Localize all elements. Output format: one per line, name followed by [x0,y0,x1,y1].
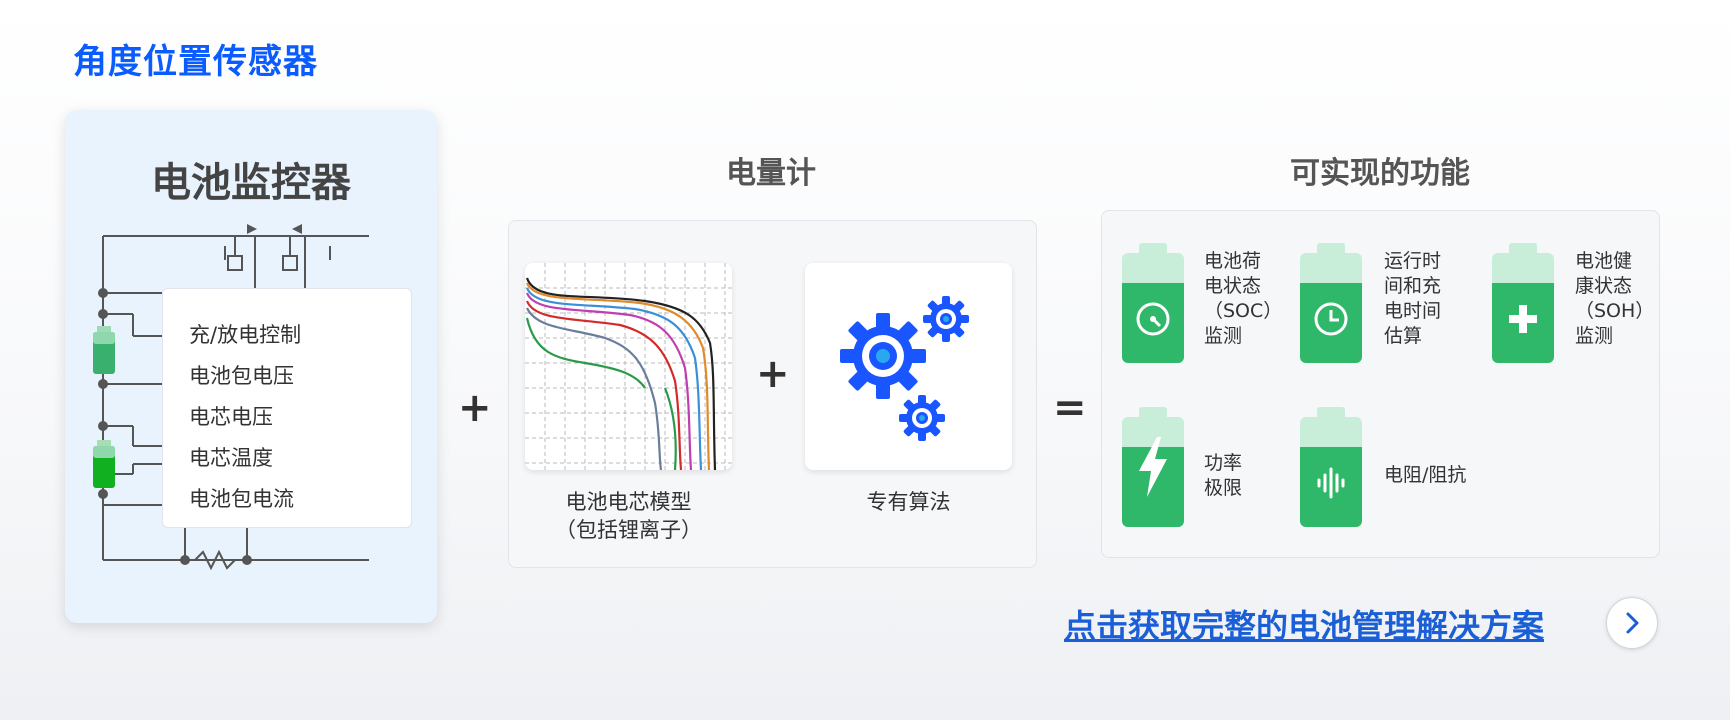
battery-monitor-function-list: 充/放电控制 电池包电压 电芯电压 电芯温度 电池包电流 [162,288,412,528]
battery-solution-link[interactable]: 点击获取完整的电池管理解决方案 [1064,607,1545,645]
list-item: 充/放电控制 [189,323,302,347]
functions-title: 可实现的功能 [1290,156,1470,191]
soh-label: 电池健 康状态 （SOH） 监测 [1575,250,1655,347]
plus-operator: + [458,385,492,431]
discharge-curve-graphic [525,263,732,471]
gears-icon [840,296,969,441]
impedance-label: 电阻/阻抗 [1384,464,1467,486]
fuel-gauge-panel: + [508,220,1037,568]
functions-panel: 电池荷 电状态 （SOC） 监测 运行时 间和充 电时间 估算 电池健 康状态 … [1101,210,1660,558]
power-limit-label: 功率 极限 [1204,452,1243,499]
plus-icon [1509,305,1537,333]
list-item: 电芯电压 [189,405,273,429]
lightning-icon [1139,437,1167,497]
battery-monitor-card: 电池监控器 [65,110,437,623]
battery-monitor-title: 电池监控器 [151,160,351,206]
soc-label: 电池荷 电状态 （SOC） 监测 [1204,250,1283,347]
page-title: 角度位置传感器 [73,42,318,82]
equals-operator: = [1053,385,1087,431]
runtime-label: 运行时 间和充 电时间 估算 [1384,250,1442,347]
list-item: 电池包电压 [189,364,294,388]
clock-icon [1314,302,1348,336]
list-item: 电芯温度 [189,446,273,470]
algorithm-caption: 专有算法 [866,490,951,514]
gauge-icon [1136,302,1170,336]
cell-model-card [525,263,732,471]
fuel-gauge-title: 电量计 [726,156,816,191]
algorithm-card [805,263,1012,470]
cell-model-caption-line2: （包括锂离子） [555,518,702,542]
chevron-right-icon [1626,612,1639,634]
plus-operator: + [756,351,790,397]
waveform-icon [1317,467,1345,499]
cell-model-caption-line1: 电池电芯模型 [565,490,692,514]
next-button[interactable] [1606,597,1658,649]
list-item: 电池包电流 [189,487,294,511]
battery-circuit-diagram [93,224,369,571]
